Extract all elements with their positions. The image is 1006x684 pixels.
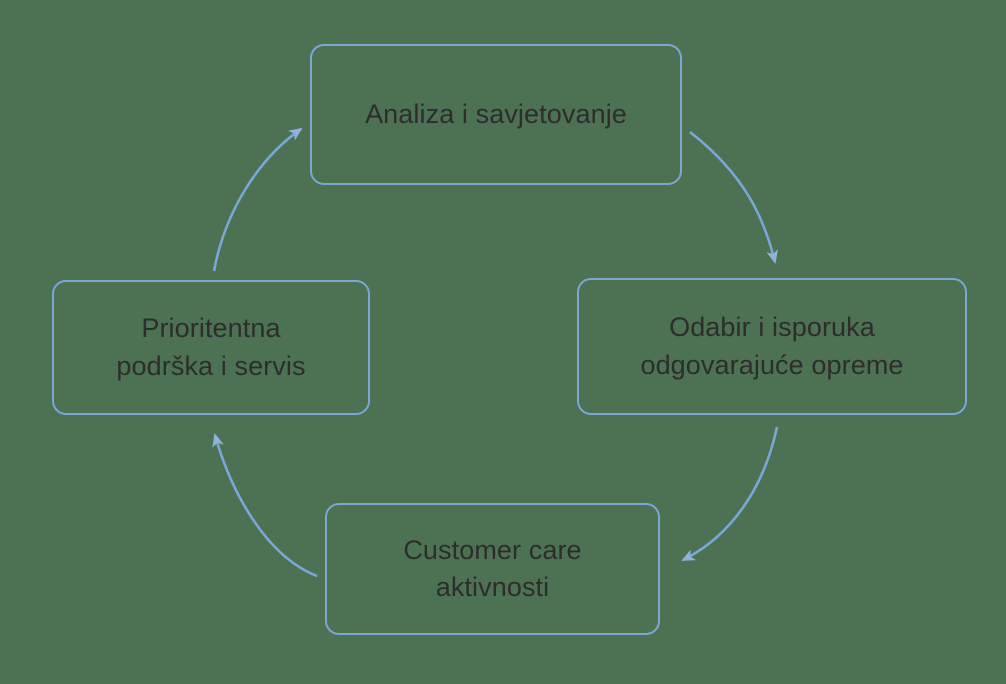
node-label: Odabir i isporuka odgovarajuće opreme — [640, 312, 904, 380]
node-prioritentna-podrska[interactable]: Prioritentna podrška i servis — [52, 280, 370, 415]
node-customer-care[interactable]: Customer care aktivnosti — [325, 503, 660, 635]
node-odabir-i-isporuka[interactable]: Odabir i isporuka odgovarajuće opreme — [577, 278, 967, 415]
arrow-analysis-to-equipment — [689, 130, 778, 264]
node-label: Customer care aktivnosti — [403, 534, 582, 602]
arrow-support-to-analysis — [212, 127, 303, 272]
node-label: Analiza i savjetovanje — [365, 98, 627, 129]
arrow-customer-to-support — [212, 433, 318, 578]
node-analiza-i-savjetovanje[interactable]: Analiza i savjetovanje — [310, 44, 682, 185]
node-label: Prioritentna podrška i servis — [116, 313, 306, 381]
arrow-equipment-to-customer — [681, 426, 779, 562]
